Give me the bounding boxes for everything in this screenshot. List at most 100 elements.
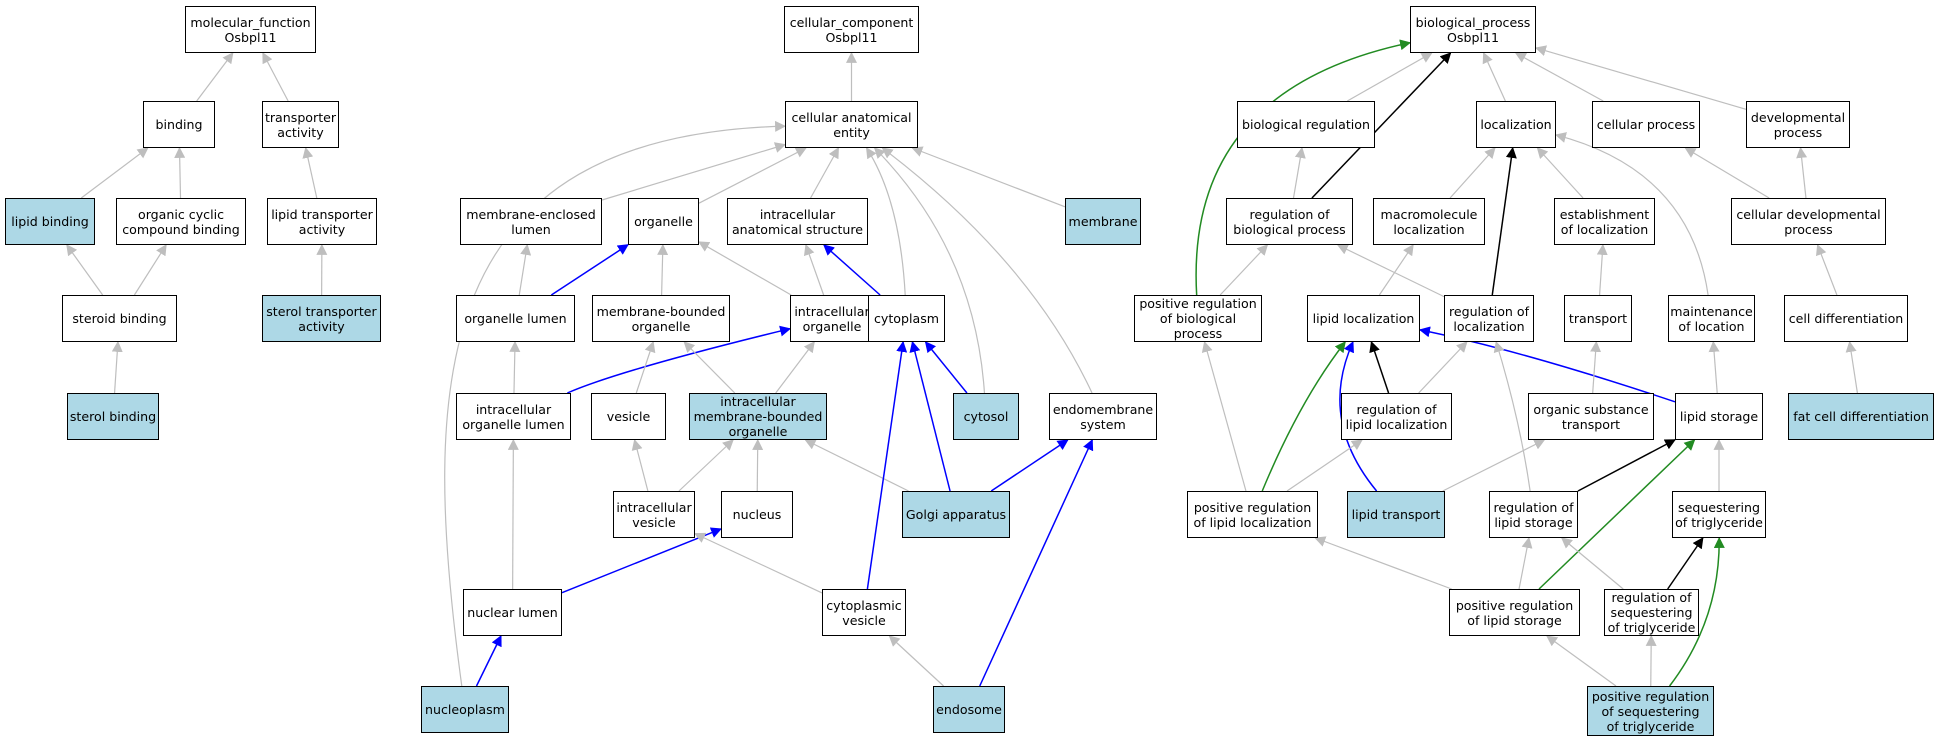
- node-cc: cellular_component Osbpl11: [784, 6, 919, 53]
- edge-is_a-lipid_transport-to-org_sub_trans: [1442, 439, 1546, 492]
- node-label: lipid transporter activity: [271, 206, 373, 237]
- edge-positively_regulates-pos_reg_lipid_loc-to-lipid_loc: [1261, 341, 1346, 492]
- edge-is_a-org_sub_trans-to-transport: [1590, 340, 1602, 394]
- edge-is_a-pos_reg_lipid_storage-to-reg_lipid_storage: [1518, 536, 1533, 590]
- node-label: lipid binding: [11, 214, 89, 229]
- node-label: organic cyclic compound binding: [122, 206, 240, 237]
- edge-is_a-lipid_binding-to-binding: [80, 147, 149, 199]
- node-cae: cellular anatomical entity: [785, 101, 918, 148]
- node-bp: biological_process Osbpl11: [1410, 6, 1536, 53]
- edge-is_a-steroid_binding-to-organic_cyclic: [133, 244, 167, 296]
- node-localization: localization: [1476, 101, 1556, 148]
- node-label: regulation of lipid storage: [1493, 499, 1574, 530]
- node-label: cellular process: [1596, 117, 1696, 132]
- node-macro-loc: macromolecule localization: [1373, 198, 1485, 245]
- node-label: cellular_component Osbpl11: [789, 14, 914, 45]
- edge-part_of-nuclear_lumen-to-nucleus: [561, 527, 723, 594]
- edge-is_a-iol-to-organelle_lumen: [509, 340, 521, 394]
- node-reg-bp: regulation of biological process: [1226, 198, 1353, 245]
- node-label: intracellular organelle: [794, 303, 870, 334]
- edge-part_of-endosome-to-endomembrane: [979, 438, 1094, 687]
- node-lipid-loc: lipid localization: [1307, 295, 1420, 342]
- edge-is_a-vesicle-to-mbo: [635, 340, 656, 394]
- edge-is_a-macro_loc-to-localization: [1449, 147, 1496, 199]
- edge-is_a-nucleoplasm-to-cae: [444, 120, 787, 687]
- node-cv: cytoplasmic vesicle: [822, 589, 906, 636]
- node-label: positive regulation of lipid storage: [1455, 597, 1574, 628]
- node-lipid-storage: lipid storage: [1675, 393, 1763, 440]
- node-label: vesicle: [606, 409, 651, 424]
- node-label: Golgi apparatus: [905, 507, 1007, 522]
- node-pos-reg-seq-tg: positive regulation of sequestering of t…: [1587, 686, 1714, 736]
- node-iol: intracellular organelle lumen: [456, 393, 571, 440]
- node-label: nucleoplasm: [425, 702, 505, 717]
- node-label: membrane: [1068, 214, 1138, 229]
- edge-is_a-io-to-ias: [803, 243, 825, 296]
- edge-is_a-golgi-to-imbo: [804, 439, 909, 492]
- node-label: regulation of sequestering of triglyceri…: [1607, 590, 1696, 635]
- node-label: localization: [1480, 117, 1552, 132]
- node-label: developmental process: [1750, 109, 1846, 140]
- edge-is_a-iv-to-vesicle: [631, 438, 649, 492]
- node-label: cytoplasm: [873, 311, 940, 326]
- edge-is_a-cv-to-iv: [694, 532, 823, 594]
- node-iv: intracellular vesicle: [613, 491, 695, 538]
- edge-is_a-pos_reg_seq_tg-to-reg_seq_tg: [1645, 634, 1657, 687]
- node-label: binding: [155, 117, 203, 132]
- edge-is_a-organelle_lumen-to-mel: [518, 243, 532, 296]
- edge-is_a-mel-to-cae: [601, 142, 787, 201]
- edge-is_a-endosome-to-cv: [888, 635, 944, 687]
- node-membrane: membrane: [1065, 198, 1141, 245]
- edge-is_a-lipid_storage-to-maint_loc: [1708, 340, 1720, 394]
- node-reg-seq-tg: regulation of sequestering of triglyceri…: [1604, 589, 1699, 636]
- node-lipid-binding: lipid binding: [5, 198, 95, 245]
- edge-is_a-reg_bp-to-bio_reg: [1292, 146, 1306, 199]
- edge-is_a-mbo-to-organelle: [657, 243, 669, 296]
- node-label: regulation of lipid localization: [1345, 401, 1448, 432]
- edge-is_a-est_loc-to-localization: [1536, 147, 1584, 199]
- edge-part_of-nucleoplasm-to-nuclear_lumen: [475, 635, 502, 687]
- edge-is_a-imbo-to-mbo: [683, 341, 736, 394]
- edge-is_a-organelle-to-cae: [698, 147, 807, 204]
- edge-is_a-imbo-to-io: [775, 341, 815, 394]
- node-label: transporter activity: [264, 109, 337, 140]
- node-ias: intracellular anatomical structure: [727, 198, 868, 245]
- node-org-sub-trans: organic substance transport: [1528, 393, 1654, 440]
- node-label: nucleus: [732, 507, 782, 522]
- node-label: biological regulation: [1241, 117, 1370, 132]
- node-label: regulation of localization: [1448, 303, 1530, 334]
- edge-part_of-cytosol-to-cytoplasm: [924, 341, 968, 394]
- node-label: sterol binding: [69, 409, 157, 424]
- node-label: positive regulation of biological proces…: [1139, 296, 1257, 341]
- node-label: biological_process Osbpl11: [1415, 14, 1531, 45]
- edge-positively_regulates-pos_reg_seq_tg-to-seq_tg: [1668, 536, 1725, 687]
- node-lipid-transport: lipid transport: [1347, 491, 1445, 538]
- node-label: maintenance of location: [1670, 303, 1753, 334]
- node-nuclear-lumen: nuclear lumen: [463, 589, 562, 636]
- edge-is_a-pos_reg_seq_tg-to-pos_reg_lipid_storage: [1546, 635, 1617, 687]
- edge-is_a-pos_reg_lipid_storage-to-pos_reg_lipid_loc: [1314, 536, 1452, 590]
- node-pos-reg-lipid-loc: positive regulation of lipid localizatio…: [1187, 491, 1318, 538]
- node-mel: membrane-enclosed lumen: [460, 198, 602, 245]
- node-label: intracellular organelle lumen: [462, 401, 565, 432]
- edge-part_of-organelle_lumen-to-organelle: [550, 244, 629, 296]
- node-sterol-transporter: sterol transporter activity: [262, 295, 381, 342]
- node-io: intracellular organelle: [790, 295, 874, 342]
- node-est-loc: establishment of localization: [1554, 198, 1655, 245]
- node-label: cytoplasmic vesicle: [826, 597, 902, 628]
- node-reg-lipid-storage: regulation of lipid storage: [1489, 491, 1578, 538]
- edge-is_a-endomembrane-to-cae: [881, 147, 1093, 394]
- edge-is_a-transport-to-est_loc: [1596, 243, 1608, 296]
- node-label: steroid binding: [72, 311, 167, 326]
- edge-is_a-maint_loc-to-localization: [1554, 132, 1709, 296]
- edge-is_a-binding-to-mf: [196, 52, 234, 102]
- edge-is_a-fat_cell_diff-to-cell_diff: [1845, 340, 1858, 394]
- edge-is_a-steroid_binding-to-lipid_binding: [66, 244, 104, 296]
- node-label: membrane-bounded organelle: [596, 303, 726, 334]
- node-label: organelle: [634, 214, 693, 229]
- node-imbo: intracellular membrane-bounded organelle: [689, 393, 827, 440]
- node-label: intracellular vesicle: [616, 499, 692, 530]
- edge-is_a-sterol_binding-to-steroid_binding: [111, 340, 123, 394]
- node-mbo: membrane-bounded organelle: [592, 295, 730, 342]
